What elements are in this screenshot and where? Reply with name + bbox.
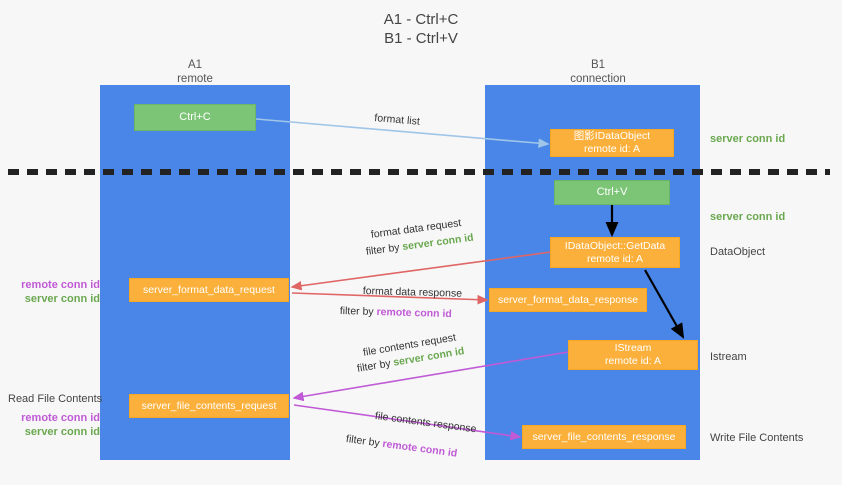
box-remote-idataobject[interactable]: 图影IDataObject remote id: A: [550, 129, 674, 157]
right-label-write-file-contents: Write File Contents: [710, 432, 804, 444]
column-b1-name: B1: [590, 59, 606, 71]
right-label-istream: Istream: [710, 351, 747, 363]
box-ctrl-c-label: Ctrl+C: [179, 111, 211, 123]
left-label-server-conn-id-1: server conn id: [24, 293, 100, 305]
box-server-file-contents-request[interactable]: server_file_contents_request: [129, 394, 289, 418]
arrow-file-contents-response: [293, 404, 522, 441]
column-a1-name: A1: [187, 59, 203, 71]
title-line-2: B1 - Ctrl+V: [384, 30, 458, 47]
arrow-format-data-request: [290, 251, 552, 291]
arrow-format-data-response: [291, 292, 489, 305]
filter-prefix: filter by: [339, 304, 377, 319]
arrow-format-list: [255, 118, 550, 148]
left-label-group-conn-ids-2: remote conn id server conn id: [8, 411, 100, 439]
filter-value-remote-conn-id: remote conn id: [376, 306, 452, 321]
box-server-format-data-response-label: server_format_data_response: [497, 293, 639, 306]
box-idataobject-getdata-line1: IDataObject::GetData: [564, 239, 666, 252]
arrow-file-contents-request: [292, 351, 569, 402]
left-label-server-conn-id-2: server conn id: [24, 426, 100, 438]
title-line-1: A1 - Ctrl+C: [383, 11, 459, 28]
column-b1-sub: connection: [570, 73, 626, 85]
box-remote-idataobject-line1: 图影IDataObject: [573, 130, 651, 142]
box-idataobject-getdata[interactable]: IDataObject::GetData remote id: A: [550, 237, 680, 268]
box-server-format-data-request-label: server_format_data_request: [143, 283, 275, 296]
column-a1-sub: remote: [177, 73, 213, 85]
right-label-dataobject: DataObject: [710, 246, 766, 258]
left-label-read-file-contents: Read File Contents: [8, 393, 103, 405]
right-label-server-conn-id-2: server conn id: [710, 211, 786, 223]
box-server-format-data-request[interactable]: server_format_data_request: [129, 278, 289, 302]
box-idataobject-getdata-line2: remote id: A: [586, 252, 643, 265]
arrow-getdata-to-istream: [644, 269, 685, 339]
box-server-file-contents-response-label: server_file_contents_response: [532, 430, 676, 443]
box-istream[interactable]: IStream remote id: A: [568, 340, 698, 370]
box-ctrl-c[interactable]: Ctrl+C: [134, 104, 256, 131]
left-label-group-conn-ids-1: remote conn id server conn id: [8, 278, 100, 306]
box-remote-idataobject-line2: remote id: A: [583, 143, 640, 155]
box-server-file-contents-request-label: server_file_contents_request: [141, 399, 277, 412]
box-ctrl-v-label: Ctrl+V: [596, 186, 628, 198]
right-label-server-conn-id-1: server conn id: [710, 133, 786, 145]
box-server-format-data-response[interactable]: server_format_data_response: [489, 288, 647, 312]
column-header-a1: A1 remote: [125, 58, 265, 86]
box-istream-line2: remote id: A: [604, 355, 662, 367]
box-server-file-contents-response[interactable]: server_file_contents_response: [522, 425, 686, 449]
diagram-title: A1 - Ctrl+C B1 - Ctrl+V: [0, 10, 842, 48]
left-label-remote-conn-id-1: remote conn id: [21, 279, 100, 291]
box-ctrl-v[interactable]: Ctrl+V: [554, 180, 670, 205]
left-label-remote-conn-id-2: remote conn id: [21, 412, 100, 424]
box-istream-line1: IStream: [614, 342, 652, 354]
arrow-label-format-data-response: format data response: [362, 284, 463, 300]
column-header-b1: B1 connection: [528, 58, 668, 86]
